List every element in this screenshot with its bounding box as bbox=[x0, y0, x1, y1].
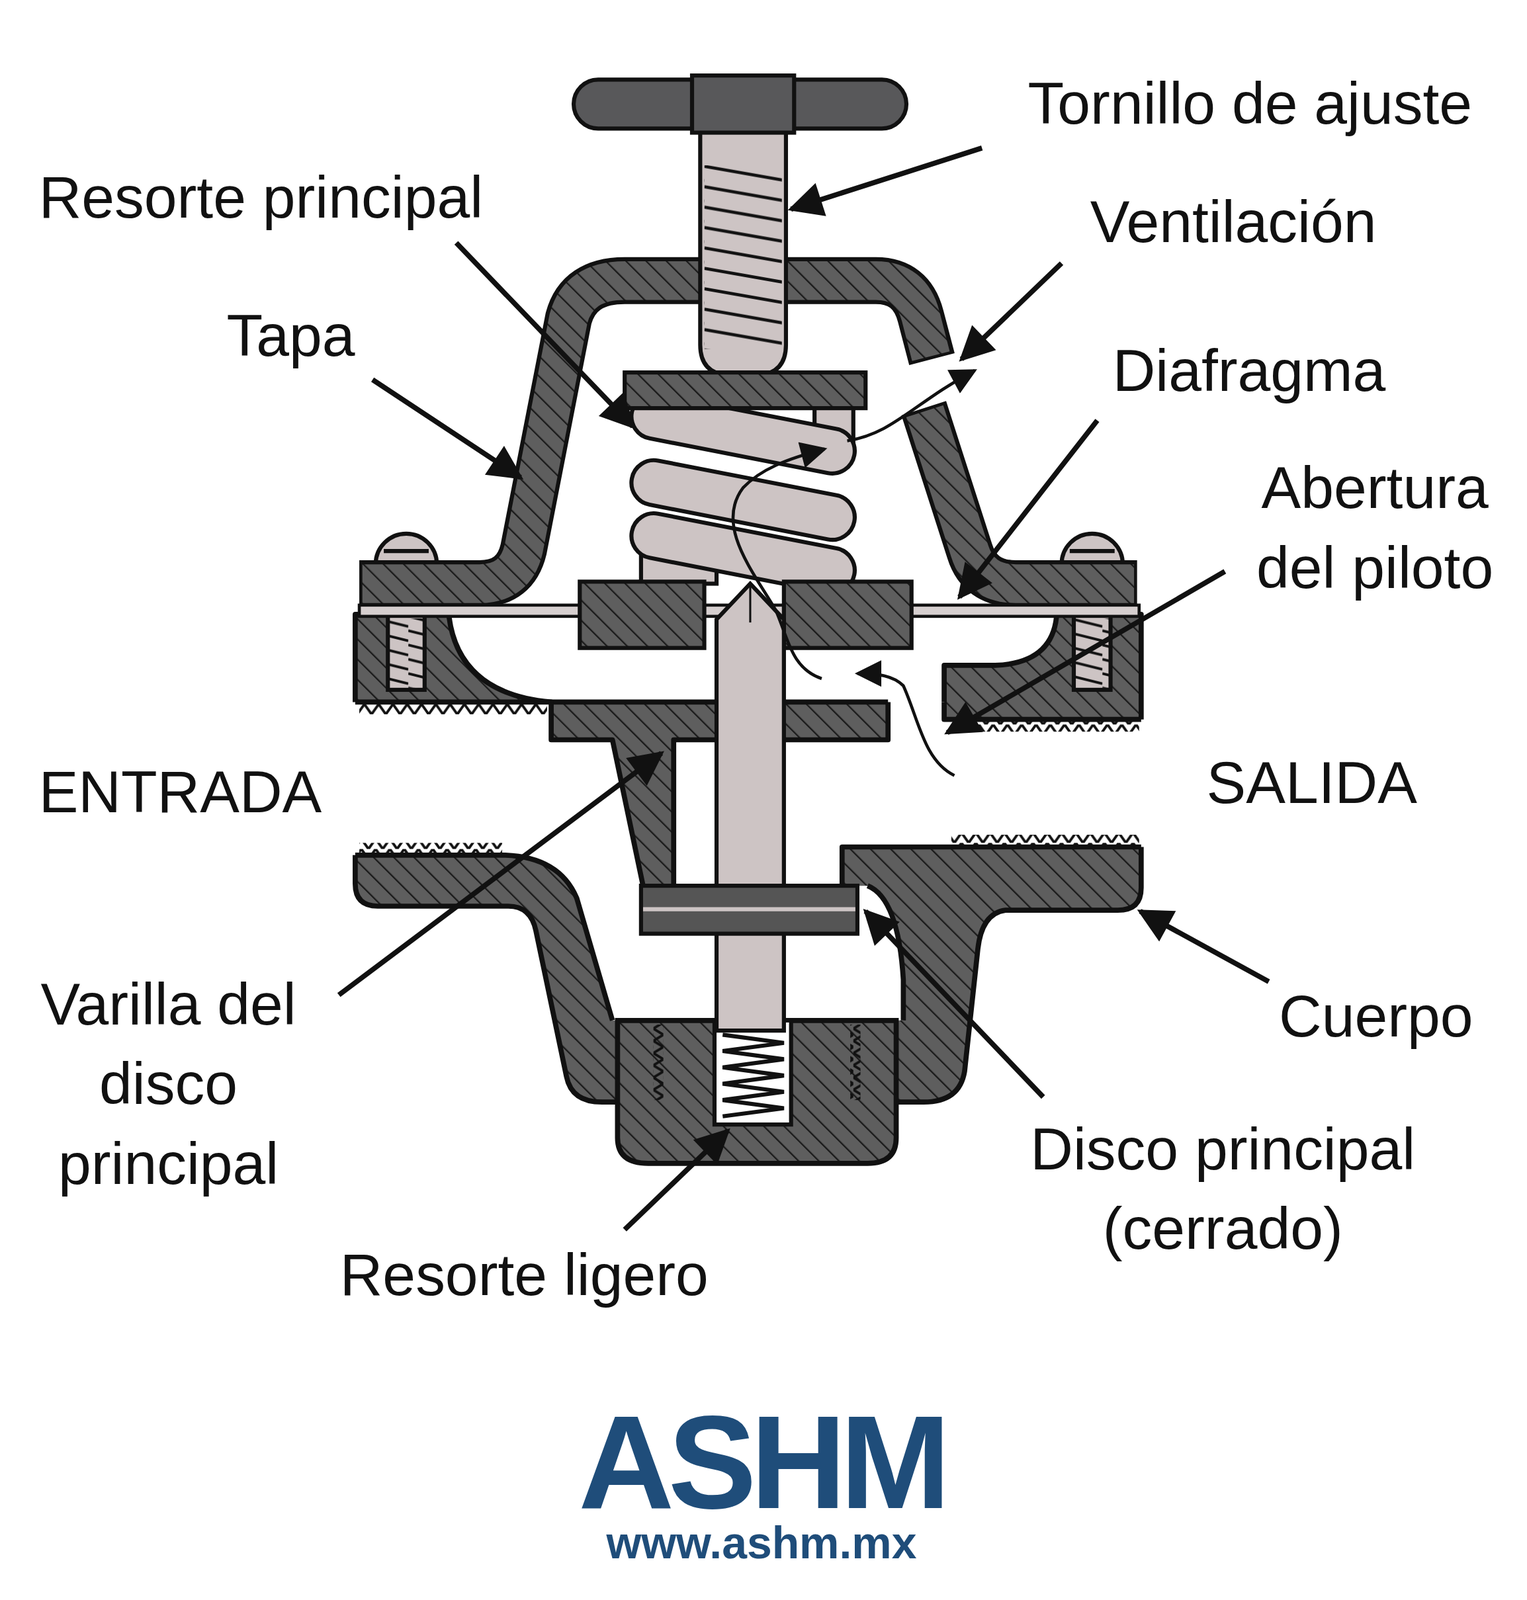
thread bbox=[951, 834, 1140, 845]
logo-wordmark: ASHM bbox=[506, 1396, 1017, 1530]
part-label: Ventilación bbox=[1090, 181, 1377, 262]
part-label: Resorte principal bbox=[39, 157, 483, 237]
leader-line bbox=[338, 753, 662, 996]
leader-line bbox=[959, 420, 1097, 598]
part-label: Diafragma bbox=[1112, 330, 1387, 411]
bolt-head bbox=[375, 533, 438, 565]
logo-url: www.ashm.mx bbox=[506, 1521, 1017, 1567]
leader-line bbox=[372, 379, 521, 478]
cap-thread bbox=[653, 1024, 663, 1101]
spring-plate bbox=[624, 372, 866, 409]
bonnet-outline bbox=[923, 408, 1137, 584]
leader-line bbox=[791, 148, 983, 210]
port-label: SALIDA bbox=[1206, 742, 1418, 823]
part-label: Cuerpo bbox=[1278, 976, 1473, 1056]
adjusting-screw bbox=[699, 128, 786, 376]
part-label: Tornillo de ajuste bbox=[1028, 63, 1473, 143]
thread bbox=[951, 721, 1140, 732]
bonnet-wall bbox=[924, 411, 1135, 585]
inlet-passage bbox=[351, 701, 904, 1021]
leader-line bbox=[624, 1130, 728, 1230]
cap-thread bbox=[850, 1024, 861, 1101]
leader-line bbox=[947, 571, 1226, 734]
bolt-shank bbox=[1073, 614, 1111, 691]
thread bbox=[359, 704, 548, 715]
leader-line bbox=[865, 911, 1043, 1098]
disc-stem bbox=[716, 583, 785, 1031]
plate bbox=[579, 581, 704, 648]
bolt-shank bbox=[387, 614, 425, 691]
flow-lines bbox=[733, 370, 975, 776]
part-label: Abertura del piloto bbox=[1237, 447, 1514, 608]
disc-stripe bbox=[643, 907, 856, 912]
leader-line bbox=[456, 242, 634, 427]
part-label: Resorte ligero bbox=[340, 1235, 709, 1315]
screw-thread bbox=[704, 165, 783, 350]
bolt-slot bbox=[1069, 549, 1115, 554]
leader-lines bbox=[338, 148, 1269, 1230]
pilot-flow bbox=[733, 449, 826, 679]
stem-tip-edge bbox=[748, 586, 751, 623]
light-spring bbox=[722, 1034, 785, 1117]
pilot-flow bbox=[857, 673, 955, 776]
part-label: Varilla del disco principal bbox=[20, 964, 317, 1204]
vent-flow bbox=[847, 370, 976, 441]
inlet-outline bbox=[355, 701, 904, 1021]
bolt-slot bbox=[383, 549, 429, 554]
bolt-thread bbox=[387, 618, 425, 689]
part-label: Disco principal (cerrado) bbox=[1013, 1109, 1433, 1269]
bottom-cap bbox=[617, 1020, 896, 1164]
cap-bore bbox=[714, 1020, 792, 1125]
part-label: Tapa bbox=[226, 295, 355, 376]
handle-hub bbox=[692, 75, 794, 133]
port-label: ENTRADA bbox=[39, 752, 323, 832]
bolt-head bbox=[1061, 533, 1123, 565]
leader-line bbox=[1139, 911, 1269, 982]
plate bbox=[784, 581, 912, 648]
main-disc bbox=[641, 885, 858, 935]
leader-line bbox=[961, 263, 1062, 360]
main-spring bbox=[627, 390, 859, 597]
thread bbox=[359, 842, 503, 853]
